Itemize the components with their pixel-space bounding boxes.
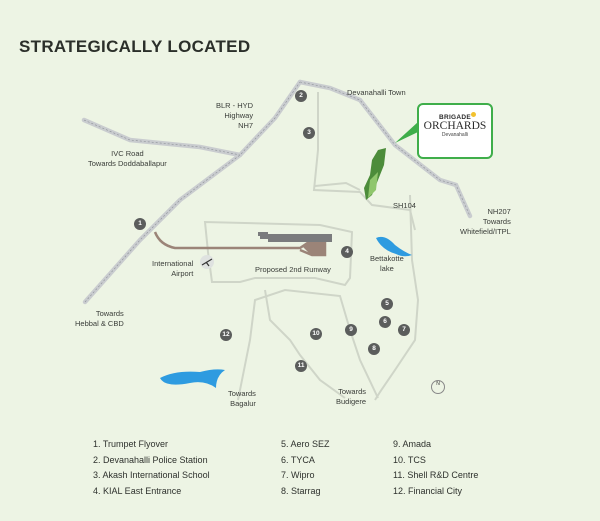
map-pin-6: 6 <box>379 316 391 328</box>
map-pin-5: 5 <box>381 298 393 310</box>
map-pin-1: 1 <box>134 218 146 230</box>
brand-sun-icon <box>471 112 476 117</box>
legend-item: 5. Aero SEZ <box>281 439 330 449</box>
legend-item: 8. Starrag <box>281 485 321 496</box>
legend-col-2: 5. Aero SEZ 6. TYCA 7. Wipro 8. Starrag <box>281 437 330 499</box>
legend-item: 7. Wipro <box>281 470 315 480</box>
map-pin-10: 10 <box>310 328 322 340</box>
brand-name-main: ORCHARDS <box>423 120 487 132</box>
legend-item: 4. KIAL East Entrance <box>93 485 182 496</box>
map-pin-3: 3 <box>303 127 315 139</box>
brand-name-top: BRIGADE <box>438 114 472 121</box>
project-site <box>364 148 386 200</box>
road-east <box>374 194 420 401</box>
legend-item: 2. Devanahalli Police Station <box>93 454 208 465</box>
map-pin-11: 11 <box>295 360 307 372</box>
label-devanahalli-town: Devanahalli Town <box>347 88 406 97</box>
label-runway: Proposed 2nd Runway <box>255 265 331 274</box>
legend-item: 12. Financial City <box>393 485 463 496</box>
map-pin-7: 7 <box>398 324 410 336</box>
legend-item: 11. Shell R&D Centre <box>393 470 479 480</box>
legend-item: 9. Amada <box>393 439 432 449</box>
brand-location: Devanahalli <box>441 132 469 138</box>
lake-west <box>160 369 225 388</box>
map-pin-12: 12 <box>220 329 232 341</box>
legend-item: 6. TYCA <box>281 454 315 465</box>
map-pin-9: 9 <box>345 324 357 336</box>
map-pin-2: 2 <box>295 90 307 102</box>
legend-item: 10. TCS <box>393 454 426 465</box>
legend-item: 1. Trumpet Flyover <box>93 439 169 449</box>
map-pin-4: 4 <box>341 246 353 258</box>
legend-col-3: 9. Amada 10. TCS 11. Shell R&D Centre 12… <box>393 437 478 499</box>
north-arrow-icon: N <box>431 380 445 394</box>
brand-callout: BRIGADE ORCHARDS Devanahalli <box>417 103 493 159</box>
page-title: STRATEGICALLY LOCATED <box>19 37 251 56</box>
legend-item: 3. Akash International School <box>93 470 210 480</box>
bettakotte-lake <box>376 236 412 257</box>
map-pin-8: 8 <box>368 343 380 355</box>
legend-col-1: 1. Trumpet Flyover 2. Devanahalli Police… <box>93 437 210 499</box>
label-sh104: SH104 <box>393 201 416 210</box>
